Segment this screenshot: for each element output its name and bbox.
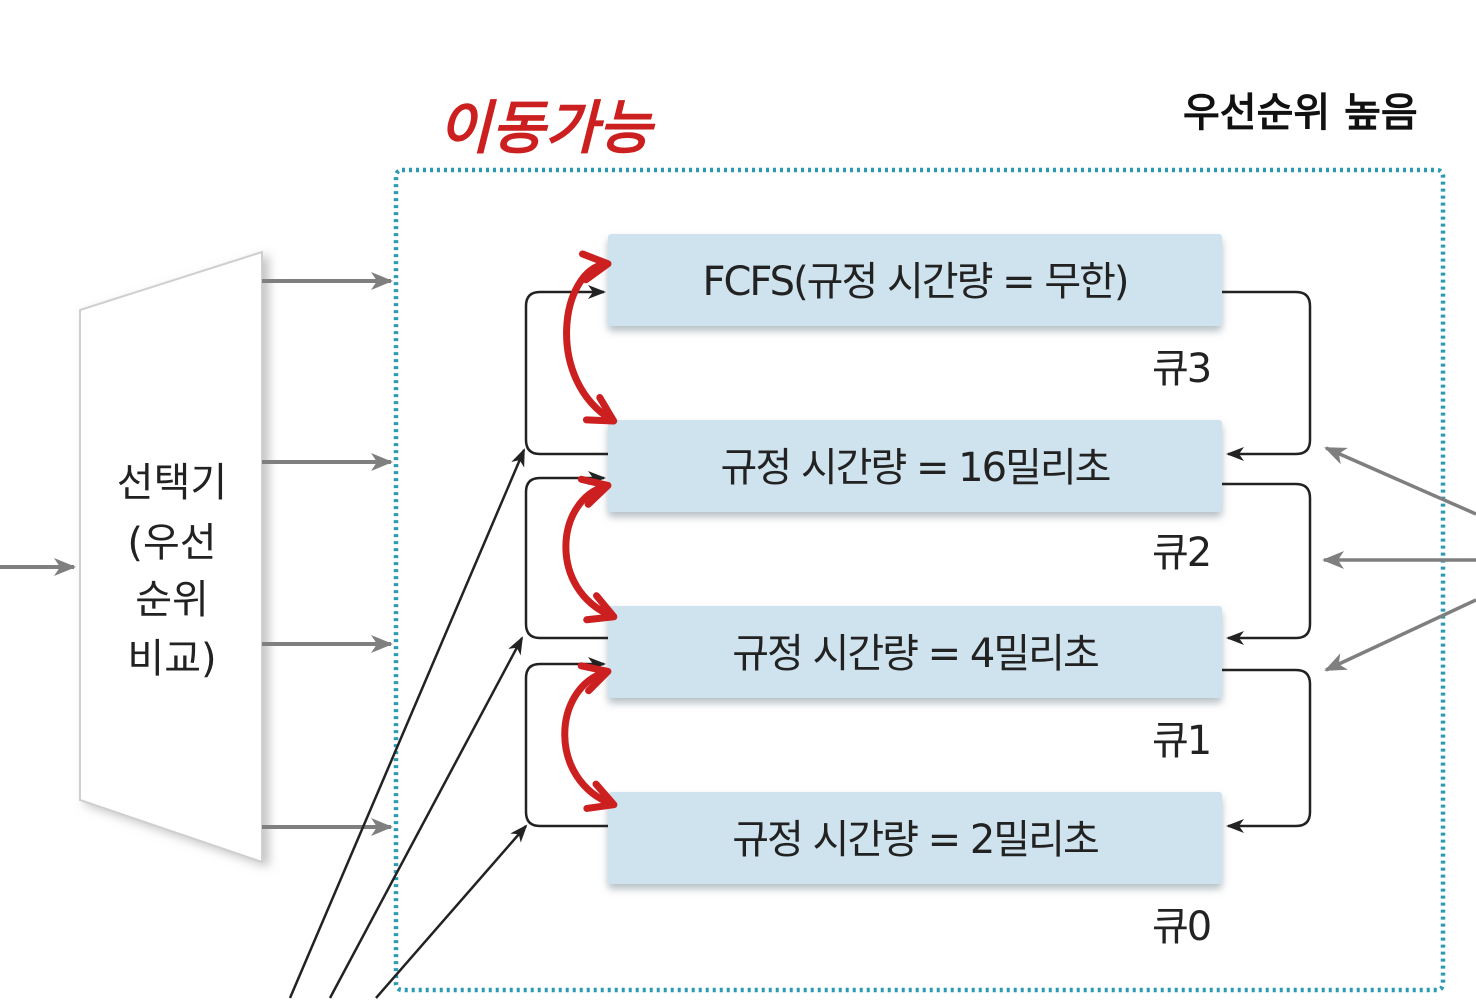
priority-high-label: 우선순위 높음 <box>1183 90 1418 136</box>
loop-q1-to-q0 <box>1222 668 1312 833</box>
incoming-diagonal-arrows <box>288 448 528 999</box>
selector-line-3: 순위 <box>135 577 209 623</box>
loop-q1-to-q2 <box>524 471 608 640</box>
selector-output-arrows <box>262 272 393 836</box>
diagonal-arrow-2 <box>328 636 524 999</box>
queue-0: 규정 시간량 = 2밀리초 큐0 <box>608 792 1222 950</box>
movable-annotation: 이동가능 <box>438 94 656 162</box>
queue-box <box>608 420 1222 512</box>
diagonal-arrow-1 <box>288 448 526 999</box>
selector-block: 선택기 (우선 순위 비교) <box>79 250 263 864</box>
loop-q2-to-q1 <box>1222 482 1312 645</box>
queue-label: 큐2 <box>1152 530 1210 576</box>
queue-box-text: FCFS(규정 시간량 = 무한) <box>702 259 1127 305</box>
selector-line-4: 비교) <box>127 636 216 682</box>
queue-box-text: 규정 시간량 = 2밀리초 <box>732 817 1098 863</box>
selector-line-2: (우선 <box>127 520 216 566</box>
right-incoming-arrows <box>1322 446 1476 672</box>
queue-box <box>608 792 1222 884</box>
red-arrow-q2-q1 <box>562 475 618 624</box>
red-arrow-q1-q0 <box>561 662 618 812</box>
queue-label: 큐1 <box>1152 718 1210 764</box>
queue-label: 큐0 <box>1152 904 1210 950</box>
left-feedback-loops <box>524 285 608 828</box>
loop-q2-to-q3 <box>524 285 608 456</box>
selector-line-1: 선택기 <box>117 460 227 506</box>
diagonal-arrow-3 <box>375 824 528 999</box>
queue-1: 규정 시간량 = 4밀리초 큐1 <box>608 606 1222 764</box>
loop-q3-to-q2 <box>1222 290 1312 461</box>
queue-box <box>608 234 1222 326</box>
right-arrow-upper <box>1324 446 1476 516</box>
movable-red-arrows <box>561 250 618 812</box>
queue-box <box>608 606 1222 698</box>
right-feedback-loops <box>1222 290 1312 833</box>
queue-box-text: 규정 시간량 = 16밀리초 <box>721 445 1110 491</box>
queue-label: 큐3 <box>1152 346 1210 392</box>
queue-3: FCFS(규정 시간량 = 무한) 큐3 <box>608 234 1222 392</box>
loop-q0-to-q1 <box>524 657 608 828</box>
red-arrow-q3-q2 <box>563 250 618 425</box>
queue-2: 규정 시간량 = 16밀리초 큐2 <box>608 420 1222 576</box>
right-arrow-lower <box>1324 598 1476 672</box>
queue-box-text: 규정 시간량 = 4밀리초 <box>732 631 1098 677</box>
